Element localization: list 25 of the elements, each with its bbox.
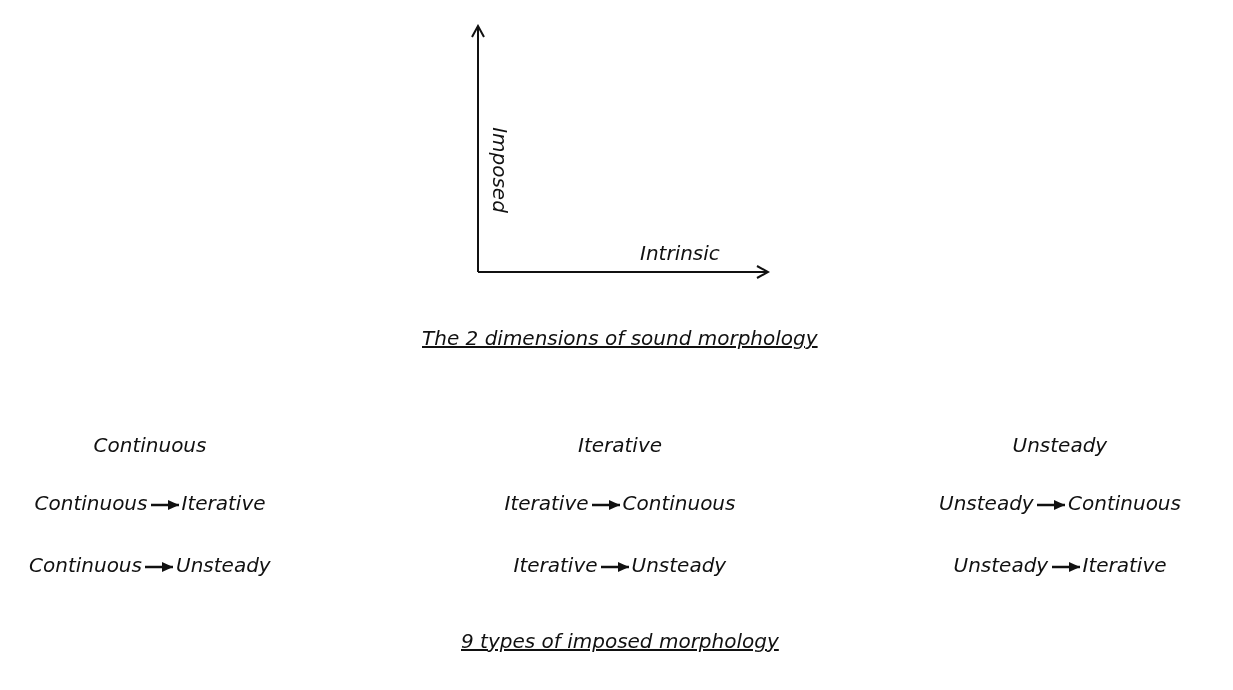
term-label: Unsteady: [953, 552, 1049, 578]
column-heading: Unsteady: [1012, 432, 1108, 458]
term-label: Iterative: [181, 490, 266, 516]
term-label: Iterative: [1082, 552, 1167, 578]
arrow: [1052, 562, 1080, 572]
term-label: Continuous: [34, 490, 148, 516]
term-label: Continuous: [1068, 490, 1181, 516]
column-heading: Continuous: [93, 432, 207, 458]
term-label: Iterative: [513, 552, 598, 578]
caption: The 2 dimensions of sound morphology: [422, 325, 818, 351]
term-label: Continuous: [622, 490, 736, 516]
term-label: Unsteady: [939, 490, 1034, 516]
arrow: [601, 562, 629, 572]
axis-label: Intrinsic: [640, 240, 720, 266]
arrow: [1037, 500, 1065, 510]
arrow: [151, 500, 179, 510]
arrow: [592, 500, 620, 510]
axis-label: Imposed: [486, 127, 513, 213]
column-heading: Iterative: [578, 432, 663, 458]
arrow: [145, 562, 173, 572]
caption: 9 types of imposed morphology: [461, 628, 779, 654]
term-label: Unsteady: [631, 552, 727, 578]
term-label: Unsteady: [176, 552, 271, 578]
term-label: Iterative: [504, 490, 589, 516]
term-label: Continuous: [29, 552, 142, 578]
